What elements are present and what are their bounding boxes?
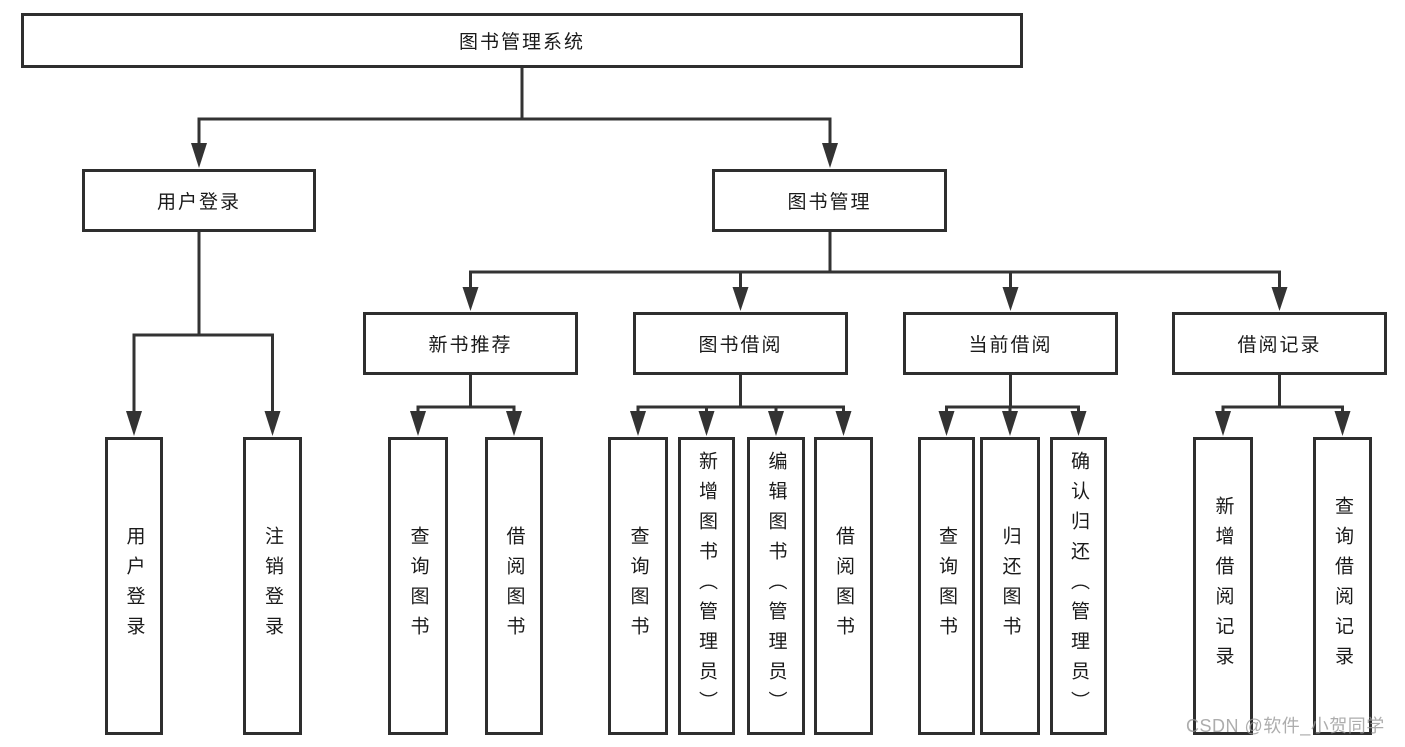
node-leaf-borrow-books-borrow: 借阅图书 [814,437,873,735]
node-leaf-add-borrow-record: 新增借阅记录 [1193,437,1253,735]
node-leaf-query-books-recommend: 查询图书 [388,437,448,735]
node-leaf-logout-login: 注销登录 [243,437,302,735]
node-current-borrow: 当前借阅 [903,312,1118,375]
node-leaf-user-login: 用户登录 [105,437,163,735]
node-leaf-confirm-return-admin: 确认归还（管理员） [1050,437,1107,735]
node-leaf-borrow-books-recommend: 借阅图书 [485,437,543,735]
node-borrow-records: 借阅记录 [1172,312,1387,375]
csdn-watermark: CSDN @软件_小贺同学 [1186,716,1385,736]
node-leaf-query-borrow-record: 查询借阅记录 [1313,437,1372,735]
node-leaf-query-books-borrow: 查询图书 [608,437,668,735]
node-leaf-return-books: 归还图书 [980,437,1040,735]
node-leaf-edit-book-admin: 编辑图书（管理员） [747,437,805,735]
node-book-borrow: 图书借阅 [633,312,848,375]
node-user-login: 用户登录 [82,169,316,232]
node-leaf-query-books-current: 查询图书 [918,437,975,735]
node-root: 图书管理系统 [21,13,1023,68]
node-leaf-add-book-admin: 新增图书（管理员） [678,437,735,735]
node-new-book-recommend: 新书推荐 [363,312,578,375]
node-book-management: 图书管理 [712,169,947,232]
